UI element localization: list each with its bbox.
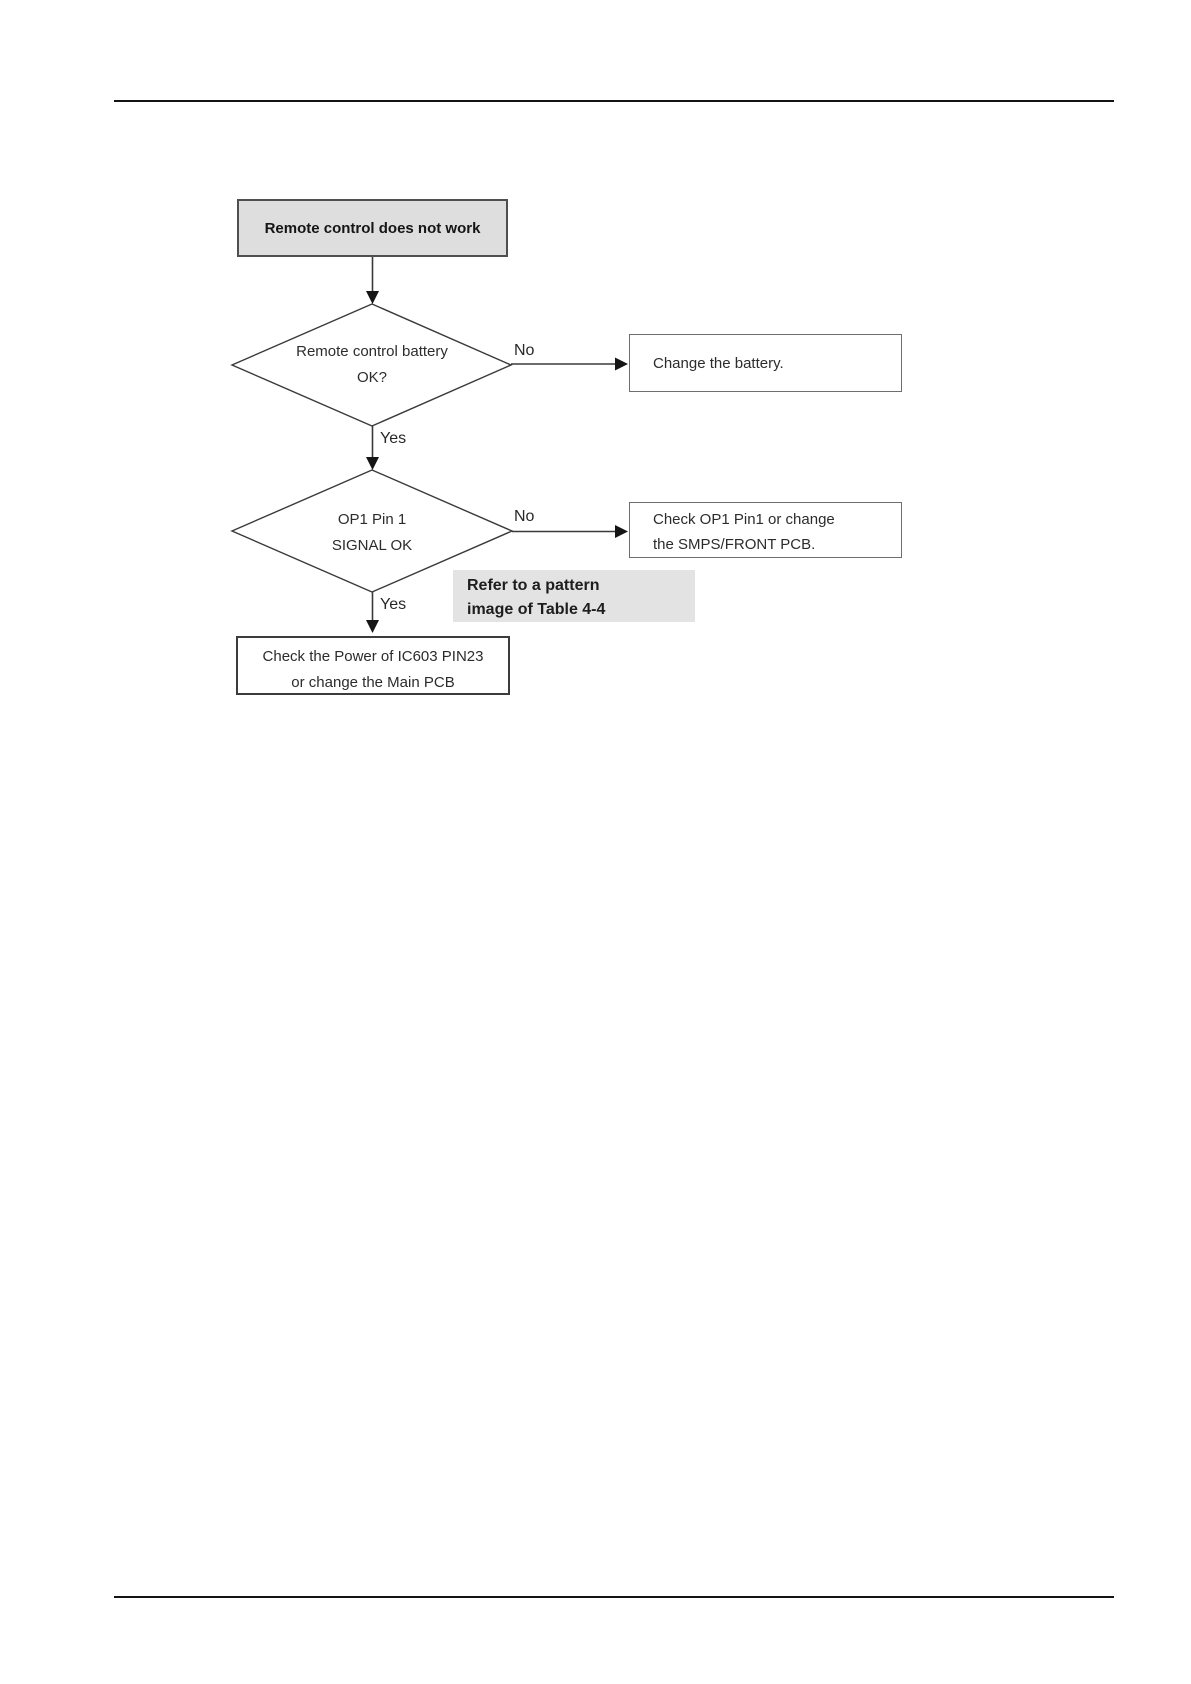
connector-decision1-yes — [366, 426, 379, 470]
note-line2: image of Table 4-4 — [467, 601, 606, 618]
connector-decision2-no — [512, 525, 628, 538]
decision2-line2: SIGNAL OK — [331, 537, 413, 554]
arrow-down-icon — [366, 620, 379, 633]
start-node: Remote control does not work — [237, 199, 508, 257]
connector-start-to-decision1 — [366, 257, 379, 304]
action-check-power-line1: Check the Power of IC603 PIN23 — [262, 648, 484, 665]
arrow-right-icon — [615, 525, 628, 538]
action-check-op1-line2: the SMPS/FRONT PCB. — [653, 536, 816, 553]
branch-label-no-2: No — [514, 508, 535, 525]
page-header-rule — [114, 100, 1114, 102]
note-refer-pattern: Refer to a pattern image of Table 4-4 — [453, 570, 695, 622]
note-line1: Refer to a pattern — [467, 577, 600, 594]
arrow-down-icon — [366, 291, 379, 304]
decision1-line1: Remote control battery — [296, 343, 448, 360]
connector-decision2-yes — [366, 592, 379, 633]
action-check-op1-line1: Check OP1 Pin1 or change — [653, 511, 835, 528]
decision1-label: Remote control battery OK? — [252, 339, 492, 391]
action-check-power-line2: or change the Main PCB — [291, 674, 455, 691]
branch-label-yes-1: Yes — [380, 430, 407, 447]
decision1-line2: OK? — [356, 369, 387, 386]
connector-decision1-no — [511, 357, 628, 371]
action-change-battery: Change the battery. — [629, 334, 902, 392]
arrow-down-icon — [366, 457, 379, 470]
branch-label-no-1: No — [514, 342, 535, 359]
action-check-op1: Check OP1 Pin1 or change the SMPS/FRONT … — [629, 502, 902, 558]
branch-label-yes-2: Yes — [380, 596, 407, 613]
decision2-line1: OP1 Pin 1 — [337, 511, 407, 528]
decision2-label: OP1 Pin 1 SIGNAL OK — [252, 507, 492, 559]
arrow-right-icon — [615, 357, 628, 371]
page-footer-rule — [114, 1596, 1114, 1598]
action-check-power: Check the Power of IC603 PIN23 or change… — [236, 636, 510, 695]
